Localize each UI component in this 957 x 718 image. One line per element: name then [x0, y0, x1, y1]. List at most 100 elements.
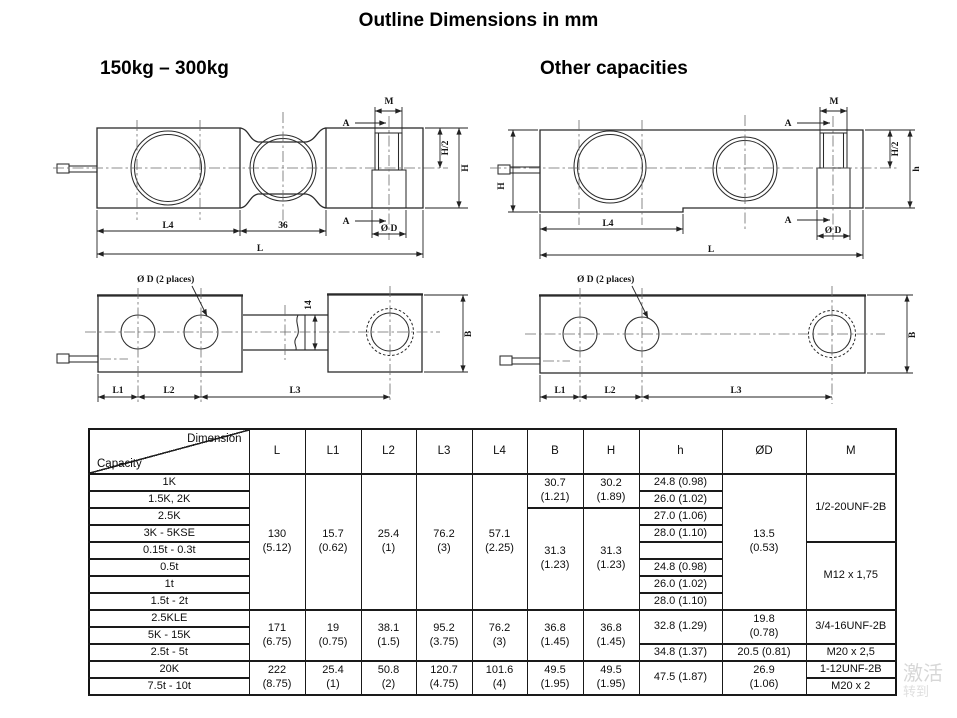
dim-label-l: L [708, 245, 714, 255]
table-cell-M: M12 x 1,75 [805, 541, 897, 612]
capacity-cell: 0.5t [88, 558, 250, 578]
table-cell-M: 1/2-20UNF-2B [805, 473, 897, 544]
dim-L1-L2-L3: L1 L2 L3 [539, 375, 832, 402]
table-cell-L4: 57.1 (2.25) [471, 473, 528, 612]
table-cell-L1: 15.7 (0.62) [304, 473, 362, 612]
drawing-top-view-150-300kg: 14 Ø D (2 places) B L1 L2 L3 [56, 274, 474, 402]
table-cell-B: 30.7 (1.21) [526, 473, 584, 510]
capacity-cell: 1.5t - 2t [88, 592, 250, 612]
dim-label-b: B [908, 331, 918, 338]
table-cell-h: 27.0 (1.06) [638, 507, 723, 527]
hole-callout: Ø D (2 places) [137, 274, 208, 317]
dim-L4-36: L4 36 [96, 210, 327, 258]
dim-label-l3: L3 [289, 386, 300, 396]
table-cell-L3: 120.7 (4.75) [415, 660, 473, 697]
dim-M: M [374, 97, 403, 133]
table-row: 3K - 5KSE 28.0 (1.10) [88, 524, 896, 544]
header-col-B: B [526, 427, 584, 476]
capacity-cell: 1t [88, 575, 250, 595]
table-cell-H: 49.5 (1.95) [582, 660, 640, 697]
table-cell-h: 47.5 (1.87) [638, 660, 723, 697]
header-col-L2: L2 [360, 427, 417, 476]
heading-150kg-300kg: 150kg – 300kg [100, 58, 229, 79]
dim-label-m: M [830, 97, 839, 107]
header-dimension-label: Dimension [187, 433, 242, 445]
table-cell-H: 36.8 (1.45) [582, 609, 640, 663]
table-row: 1.5t - 2t 28.0 (1.10) [88, 592, 896, 612]
dim-H-left: H [497, 129, 538, 213]
table-row: 0.15t - 0.3t M12 x 1,75 [88, 541, 897, 612]
dim-bar-14: 14 [304, 300, 318, 350]
table-cell-L3: 76.2 (3) [415, 473, 473, 612]
section-A-arrows: A A [343, 119, 386, 227]
table-cell-h: 24.8 (0.98) [638, 558, 723, 578]
table-row: 20K 222 (8.75) 25.4 (1) 50.8 (2) 120.7 (… [88, 660, 897, 697]
centerlines [525, 286, 885, 404]
table-row: 1t 26.0 (1.02) [88, 575, 896, 595]
capacity-cell: 3K - 5KSE [88, 524, 250, 544]
label-od-2-places: Ø D (2 places) [577, 274, 634, 285]
section-label-a-bottom: A [343, 217, 350, 227]
label-od-2-places: Ø D (2 places) [137, 274, 194, 285]
table-row: 0.5t 24.8 (0.98) [88, 558, 896, 578]
table-cell-L2: 25.4 (1) [360, 473, 417, 612]
load-cell-body [539, 129, 864, 213]
capacity-cell: 20K [88, 660, 250, 680]
cable [56, 353, 99, 364]
table-cell-L4: 76.2 (3) [471, 609, 528, 663]
watermark-line1: 激活 [903, 663, 943, 685]
centerlines [490, 115, 897, 240]
header-col-OD: ØD [721, 427, 807, 476]
dim-label-l1: L1 [112, 386, 123, 396]
table-cell-H: 30.2 (1.89) [582, 473, 640, 510]
header-col-h: h [638, 427, 723, 476]
dim-label-b: B [464, 330, 474, 337]
dim-H: H [425, 128, 471, 209]
dim-label-l: L [257, 244, 263, 254]
table-cell-h: 26.0 (1.02) [638, 490, 723, 510]
table-cell-h: 24.8 (0.98) [638, 473, 723, 493]
drawing-side-view-other: H M A A H/2 h L4 Ø D L [490, 97, 922, 259]
dim-B: B [867, 294, 918, 374]
table-row: 1.5K, 2K 26.0 (1.02) [88, 490, 896, 510]
table-cell-h: 26.0 (1.02) [638, 575, 723, 595]
table-cell-M: M20 x 2,5 [805, 643, 897, 663]
section-A-arrows: A A [785, 119, 830, 226]
table-cell-M: 3/4-16UNF-2B [805, 609, 897, 646]
drawing-top-view-other: Ø D (2 places) B L1 L2 L3 [499, 274, 918, 404]
capacity-cell: 1K [88, 473, 250, 493]
dim-label-h: H [461, 164, 471, 172]
table-cell-L2: 50.8 (2) [360, 660, 417, 697]
section-label-a-bottom: A [785, 216, 792, 226]
load-cell-body [97, 293, 423, 373]
dim-H-half: H/2 [425, 127, 468, 168]
dim-H-half: H/2 [865, 129, 915, 168]
capacity-cell: 2.5t - 5t [88, 643, 250, 663]
dim-L: L [540, 210, 864, 259]
header-col-L3: L3 [415, 427, 473, 476]
dim-label-h: H [497, 182, 507, 190]
dim-label-l4: L4 [162, 221, 173, 231]
dim-label-l1: L1 [554, 386, 565, 396]
windows-activation-watermark: 激活 转到 [903, 663, 957, 699]
table-row: 2.5t - 5t 34.8 (1.37) 20.5 (0.81) M20 x … [88, 643, 897, 663]
centerlines [53, 112, 448, 240]
dim-label-h-small: h [912, 166, 922, 172]
table-cell-B: 31.3 (1.23) [526, 507, 584, 612]
capacity-cell: 0.15t - 0.3t [88, 541, 250, 561]
cable [499, 355, 541, 366]
header-col-L4: L4 [471, 427, 528, 476]
header-col-M: M [805, 427, 897, 476]
dim-M: M [819, 97, 848, 133]
cable [497, 164, 541, 175]
table-header-row: Dimension Capacity L L1 L2 L3 L4 B H h Ø… [88, 427, 897, 476]
threaded-stud [816, 132, 851, 209]
table-cell-L: 171 (6.75) [248, 609, 306, 663]
dim-label-14: 14 [304, 300, 314, 310]
table-cell-L: 130 (5.12) [248, 473, 306, 612]
table-cell-L1: 25.4 (1) [304, 660, 362, 697]
cable [56, 163, 98, 174]
table-cell-L2: 38.1 (1.5) [360, 609, 417, 663]
dim-L1-L2-L3: L1 L2 L3 [97, 374, 390, 402]
table-cell-OD: 26.9 (1.06) [721, 660, 807, 697]
